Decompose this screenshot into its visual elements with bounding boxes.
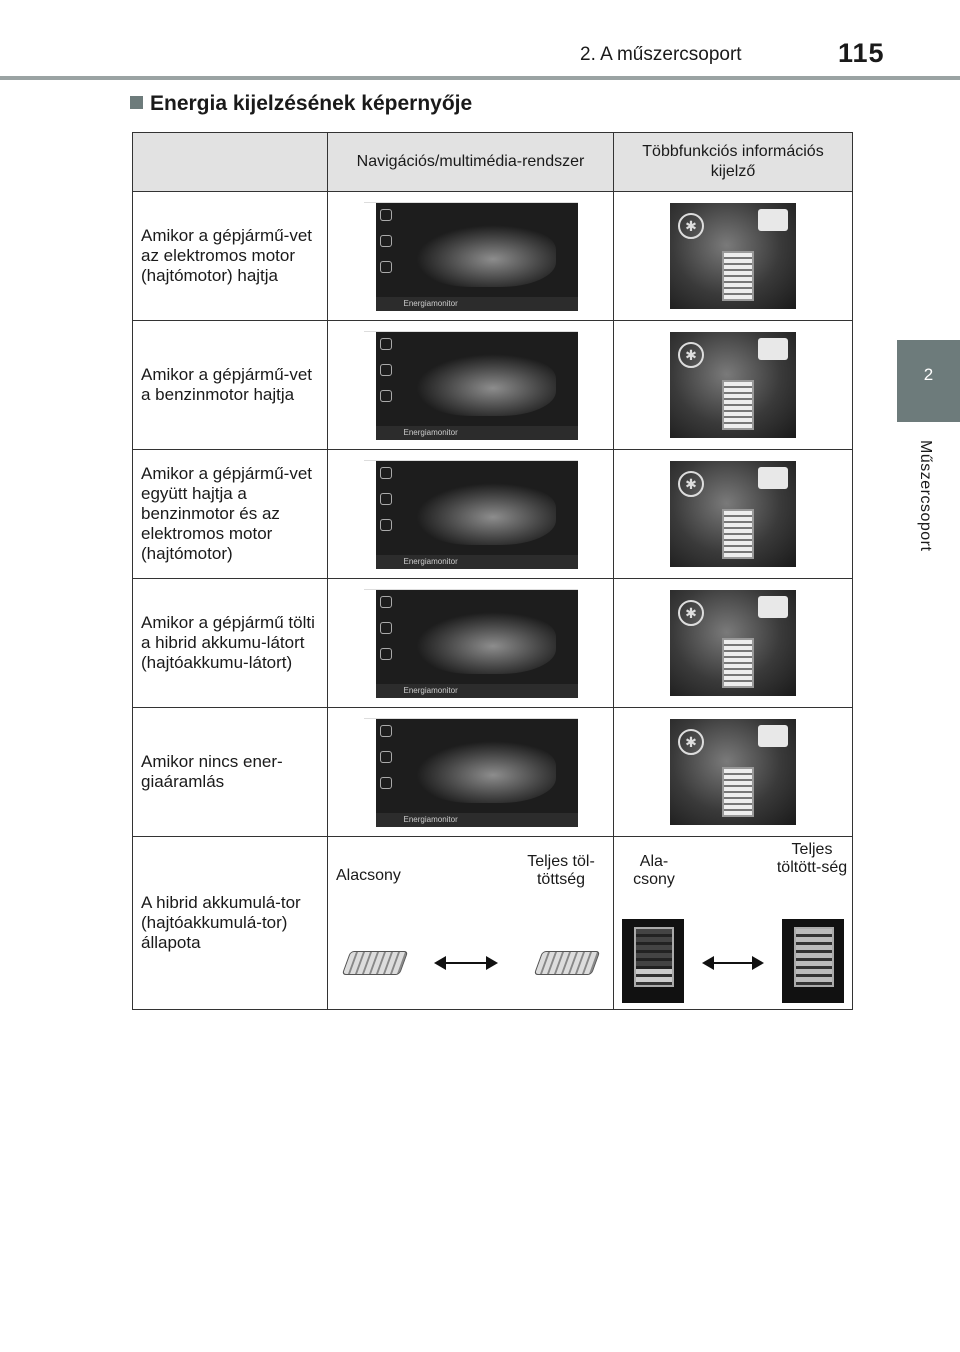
nav-caption: Energiamonitor bbox=[375, 425, 578, 440]
mfd-energy-image: ✱ bbox=[670, 332, 796, 438]
mfd-battery-cell: Ala-csony Teljes töltött-ség bbox=[613, 836, 853, 1010]
mfd-energy-image: ✱ bbox=[670, 719, 796, 825]
nav-screen-cell: Energiamonitor bbox=[327, 320, 614, 450]
nav-battery-low-label: Alacsony bbox=[336, 867, 401, 884]
header-cell-nav: Navigációs/multimédia-rendszer bbox=[327, 132, 614, 192]
bullet-square-icon bbox=[130, 96, 143, 109]
nav-screen-cell: Energiamonitor bbox=[327, 191, 614, 321]
nav-energy-monitor-image: Energiamonitor bbox=[363, 201, 578, 311]
chapter-tab-number: 2 bbox=[897, 340, 960, 422]
mfd-screen-cell: ✱ bbox=[613, 578, 853, 708]
header-rule bbox=[0, 76, 960, 80]
battery-status-row: A hibrid akkumulá-tor (hajtóakkumulá-tor… bbox=[132, 836, 853, 1010]
mfd-screen-cell: ✱ bbox=[613, 320, 853, 450]
nav-battery-cell: Alacsony Teljes töl-töttség bbox=[327, 836, 614, 1010]
mfd-energy-image: ✱ bbox=[670, 590, 796, 696]
nav-caption: Energiamonitor bbox=[375, 296, 578, 311]
mfd-energy-image: ✱ bbox=[670, 203, 796, 309]
table-row: Amikor a gépjármű-vet az elektromos moto… bbox=[132, 191, 853, 321]
mfd-screen-cell: ✱ bbox=[613, 191, 853, 321]
table-header-row: Navigációs/multimédia-rendszer Többfunkc… bbox=[132, 132, 853, 192]
row-label: Amikor a gépjármű-vet az elektromos moto… bbox=[132, 191, 328, 321]
battery-low-icon bbox=[341, 951, 409, 975]
row-label: A hibrid akkumulá-tor (hajtóakkumulá-tor… bbox=[132, 836, 328, 1010]
nav-caption: Energiamonitor bbox=[375, 554, 578, 569]
table-row: Amikor a gépjármű-vet a benzinmotor hajt… bbox=[132, 320, 853, 450]
mfd-screen-cell: ✱ bbox=[613, 449, 853, 579]
row-label: Amikor nincs ener-giaáramlás bbox=[132, 707, 328, 837]
mfd-battery-full-icon bbox=[782, 919, 844, 1003]
nav-energy-monitor-image: Energiamonitor bbox=[363, 459, 578, 569]
table-row: Amikor a gépjármű tölti a hibrid akkumu-… bbox=[132, 578, 853, 708]
double-arrow-icon bbox=[702, 956, 764, 970]
running-header-section: 2. A műszercsoport bbox=[580, 44, 742, 65]
row-label: Amikor a gépjármű-vet együtt hajtja a be… bbox=[132, 449, 328, 579]
page-number: 115 bbox=[838, 38, 885, 68]
nav-energy-monitor-image: Energiamonitor bbox=[363, 588, 578, 698]
nav-caption: Energiamonitor bbox=[375, 812, 578, 827]
nav-screen-cell: Energiamonitor bbox=[327, 707, 614, 837]
row-label: Amikor a gépjármű-vet a benzinmotor hajt… bbox=[132, 320, 328, 450]
nav-caption: Energiamonitor bbox=[375, 683, 578, 698]
battery-full-icon bbox=[533, 951, 601, 975]
chapter-tab-label: Műszercsoport bbox=[917, 440, 934, 552]
row-label: Amikor a gépjármű tölti a hibrid akkumu-… bbox=[132, 578, 328, 708]
nav-energy-monitor-image: Energiamonitor bbox=[363, 330, 578, 440]
section-title: Energia kijelzésének képernyője bbox=[130, 92, 472, 116]
double-arrow-icon bbox=[434, 956, 498, 970]
mfd-energy-image: ✱ bbox=[670, 461, 796, 567]
nav-battery-full-label: Teljes töl-töttség bbox=[527, 853, 595, 888]
mfd-screen-cell: ✱ bbox=[613, 707, 853, 837]
mfd-battery-low-icon bbox=[622, 919, 684, 1003]
table-row: Amikor a gépjármű-vet együtt hajtja a be… bbox=[132, 449, 853, 579]
section-title-text: Energia kijelzésének képernyője bbox=[150, 92, 473, 115]
mfd-battery-low-label: Ala-csony bbox=[633, 853, 675, 888]
table-row: Amikor nincs ener-giaáramlás Energiamoni… bbox=[132, 707, 853, 837]
energy-display-table: Navigációs/multimédia-rendszer Többfunkc… bbox=[132, 132, 853, 1010]
header-cell-empty bbox=[132, 132, 328, 192]
header-cell-mfd: Többfunkciós információs kijelző bbox=[613, 132, 853, 192]
nav-energy-monitor-image: Energiamonitor bbox=[363, 717, 578, 827]
mfd-battery-full-label: Teljes töltött-ség bbox=[776, 841, 848, 876]
nav-screen-cell: Energiamonitor bbox=[327, 449, 614, 579]
nav-screen-cell: Energiamonitor bbox=[327, 578, 614, 708]
